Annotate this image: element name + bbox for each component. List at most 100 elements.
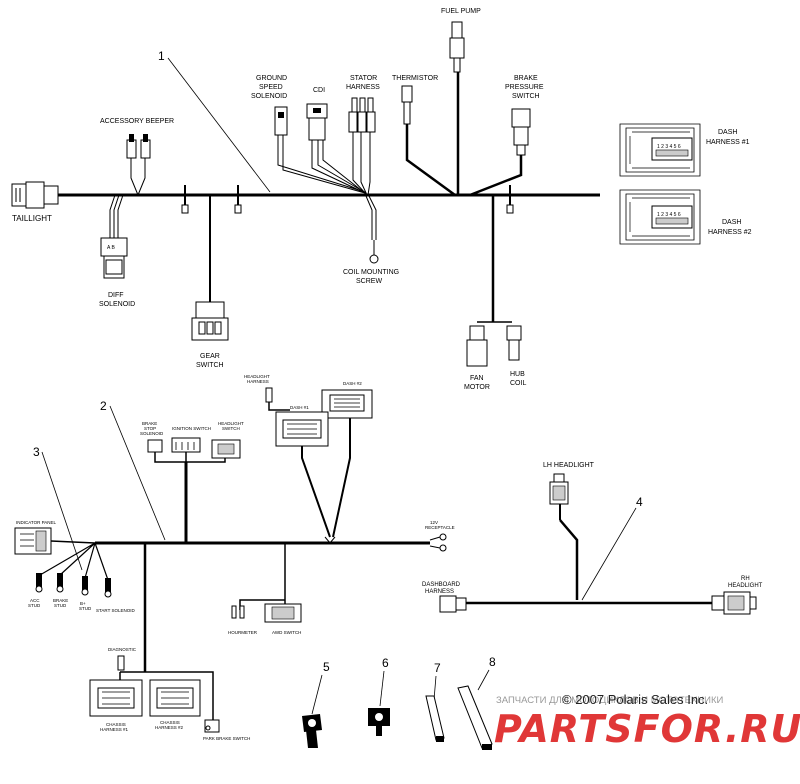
copyright-text: © 2007 Polaris Sales Inc.	[562, 692, 708, 707]
chassis1-label-2: HARNESS #1	[100, 727, 129, 732]
callout-5: 5	[323, 660, 330, 674]
receptacle-terminals	[429, 533, 447, 552]
diagnostic-connector	[117, 655, 125, 671]
callout-4: 4	[636, 495, 643, 509]
coil-mounting-terminal	[369, 240, 379, 264]
dash-2-connector	[321, 389, 373, 419]
clip-part-5	[302, 714, 322, 748]
dash2-label-1: DASH	[722, 219, 741, 226]
thermistor-connector	[401, 85, 413, 125]
callout-8: 8	[489, 655, 496, 669]
accessory-beeper-connector	[126, 134, 151, 196]
acc-stud-label-1: ACC	[30, 598, 40, 603]
chassis-1-connector	[89, 679, 143, 717]
brake-stud-terminal	[56, 573, 64, 593]
chassis-2-connector	[149, 679, 201, 717]
b-stud-label-1: B+	[80, 601, 86, 606]
rh-headlight-label-1: RH	[741, 576, 750, 582]
ignition-switch-connector	[171, 437, 201, 453]
dash-harness: INDICATOR PANEL ACC STUD BRAKE STUD B+ S…	[14, 374, 455, 741]
headlight-harness-label-1: HEADLIGHT	[244, 374, 270, 379]
headlight-harness-label-2: HARNESS	[247, 379, 269, 384]
chassis2-label-2: HARNESS #2	[155, 725, 184, 730]
start-solenoid-label: START SOLENOID	[96, 608, 136, 613]
accessory-beeper-label: ACCESSORY BEEPER	[100, 118, 174, 125]
fan-label-1: FAN	[470, 375, 484, 382]
coil-label-1: COIL MOUNTING	[343, 269, 399, 276]
gear-label-line2: SWITCH	[196, 362, 224, 369]
fan-motor-connector	[466, 325, 488, 367]
hub-coil-connector	[506, 325, 522, 361]
callout-7: 7	[434, 661, 441, 675]
ground-pin-3	[506, 185, 514, 214]
acc-stud-terminal	[35, 573, 43, 593]
coil-label-2: SCREW	[356, 278, 382, 285]
fuel-pump-label: FUEL PUMP	[441, 8, 481, 15]
dash1-connector-label: DASH #1	[290, 405, 309, 410]
ignition-label: IGNITION SWITCH	[172, 426, 211, 431]
lh-headlight-label: LH HEADLIGHT	[543, 462, 595, 469]
hub-label-1: HUB	[510, 371, 525, 378]
receptacle-label-1: 12V	[430, 520, 438, 525]
cdi-connector	[306, 103, 328, 141]
ground-pin-1	[181, 185, 189, 214]
cable-tie-8	[457, 685, 493, 750]
stator-label-2: HARNESS	[346, 84, 380, 91]
b-stud-terminal	[81, 576, 89, 596]
watermark-tagline: ЗАПЧАСТИ ДЛЯ МОТОЦИКЛОВ И МОТОТЕХНИКИ	[496, 695, 724, 706]
ground-speed-connector	[274, 106, 288, 136]
taillight-connector	[11, 181, 59, 209]
park-brake-connector	[204, 719, 220, 733]
svg-text:1 2 3 4 5 6: 1 2 3 4 5 6	[657, 212, 681, 218]
main-harness: TAILLIGHT ACCESSORY BEEPER A B DIFF SOLE…	[11, 8, 752, 391]
awd-switch-connector	[264, 603, 302, 623]
diagnostic-label: DIAGNOSTIC	[108, 647, 137, 652]
dash-harness-1-connector: 1 2 3 4 5 6	[619, 123, 701, 177]
svg-text:A B: A B	[107, 245, 115, 251]
brake-stud-label-2: STUD	[54, 603, 67, 608]
gear-label-line1: GEAR	[200, 353, 220, 360]
start-solenoid-terminal	[104, 578, 112, 598]
diff-solenoid-connector: A B	[100, 237, 128, 279]
callout-2: 2	[100, 399, 107, 413]
chassis2-label-1: CHASSIS	[160, 720, 180, 725]
ground-speed-label-2: SPEED	[259, 84, 283, 91]
fuel-pump-connector	[449, 21, 465, 73]
callout-3: 3	[33, 445, 40, 459]
headlight-switch-connector	[211, 439, 241, 459]
watermark-logo: PARTSFOR.RU	[494, 707, 800, 751]
clip-part-6	[368, 708, 390, 736]
rh-headlight-connector	[711, 591, 757, 615]
fan-label-2: MOTOR	[464, 384, 490, 391]
dashboard-harness-connector	[439, 595, 467, 613]
receptacle-label-2: RECEPTACLE	[425, 525, 455, 530]
ground-speed-label-1: GROUND	[256, 75, 287, 82]
indicator-panel-connector	[14, 527, 52, 555]
brake-stud-label-1: BRAKE	[53, 598, 68, 603]
diff-label-line1: DIFF	[108, 292, 124, 299]
dash-1-connector	[275, 411, 329, 447]
chassis1-label-1: CHASSIS	[106, 722, 126, 727]
dash1-label-1: DASH	[718, 129, 737, 136]
cable-tie-7	[425, 695, 445, 742]
brake-stop-label-1: BRAKE	[142, 421, 157, 426]
brake-label-3: SWITCH	[512, 93, 540, 100]
hourmeter-label: HOURMETER	[228, 630, 258, 635]
rh-headlight-label-2: HEADLIGHT	[728, 583, 763, 589]
dash-harness-2-connector: 1 2 3 4 5 6	[619, 189, 701, 245]
hourmeter-connector	[231, 605, 245, 619]
indicator-panel-label: INDICATOR PANEL	[16, 520, 57, 525]
headlight-harness-pin	[265, 387, 273, 403]
awd-switch-label: AWD SWITCH	[272, 630, 301, 635]
dash1-label-2: HARNESS #1	[706, 139, 750, 146]
b-stud-label-2: STUD	[79, 606, 92, 611]
dash2-connector-label: DASH #2	[343, 381, 362, 386]
brake-switch-connector	[511, 108, 531, 156]
lh-headlight-connector	[549, 473, 569, 505]
headlight-switch-label-2: SWITCH	[222, 426, 240, 431]
brake-label-1: BRAKE	[514, 75, 538, 82]
dash2-label-2: HARNESS #2	[708, 229, 752, 236]
taillight-label: TAILLIGHT	[12, 214, 52, 223]
brake-stop-label-2: STOP	[144, 426, 156, 431]
small-parts: 5 6 7 8	[302, 655, 496, 750]
